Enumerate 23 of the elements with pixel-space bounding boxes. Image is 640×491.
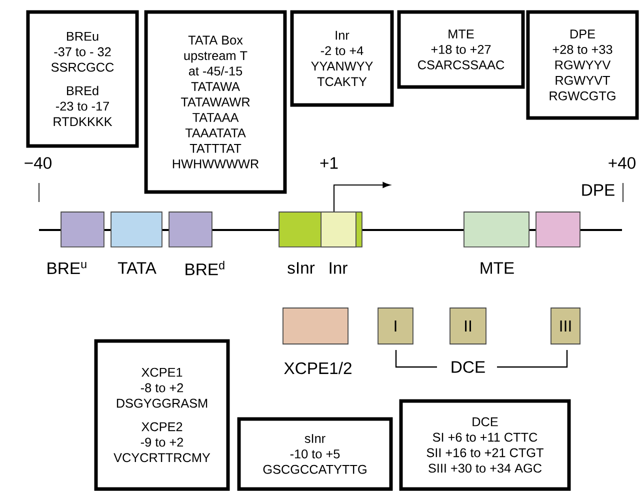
numbered-box: III (550, 308, 580, 344)
element-label: MTE (480, 262, 514, 274)
info-box: DCE SI +6 to +11 CTTC SII +16 to +21 CTGT SIII +30 to +34 AGC (399, 399, 571, 491)
info-box: BREu -37 to - 32 SSRCGCC BREd -23 to -17 RTDKKKK (26, 10, 139, 148)
info-box: TATA Box upstream T at -45/-15 TATAWA TATAWAWR TATAAA TAAATATA TATTTAT HWHWWWWR (144, 10, 287, 194)
bracket-label: DCE (449, 360, 487, 374)
element-label: sInr (288, 262, 315, 274)
element-label: DPE (582, 184, 614, 196)
info-box: DPE +28 to +33 RGWYYV RGWYVT RGWCGTG (526, 10, 639, 120)
element-label: XCPE1/2 (284, 362, 352, 374)
element-label: TATA (118, 262, 156, 274)
info-box: XCPE1 -8 to +2 DSGYGGRASM XCPE2 -9 to +2 VCYCRTTRCMY (94, 339, 230, 491)
position-label: +40 (606, 156, 638, 170)
position-label: −40 (22, 156, 54, 170)
numbered-box: I (378, 308, 414, 344)
info-box: MTE +18 to +27 CSARCSSAAC (397, 10, 525, 89)
position-label: +1 (318, 156, 340, 170)
numbered-box: II (450, 308, 486, 344)
info-box: Inr -2 to +4 YYANWYY TCAKTY (290, 10, 394, 107)
element-label: BRE$^{d}$ (186, 260, 224, 276)
element-label: Inr (330, 262, 348, 274)
info-box: sInr -10 to +5 GSCGCCATYTTG (237, 417, 393, 491)
element-label: BRE$^{u}$ (48, 262, 86, 274)
